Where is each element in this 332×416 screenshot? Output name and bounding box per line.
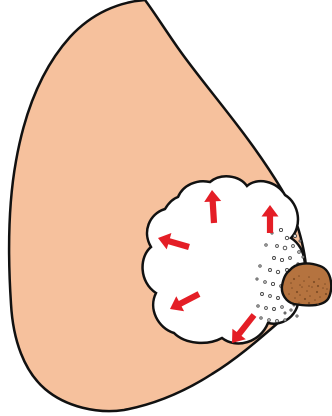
- nipple-texture-dot: [288, 293, 290, 295]
- bubble-icon: [265, 244, 267, 246]
- nipple-texture-dot: [319, 296, 321, 298]
- bubble-icon: [256, 278, 258, 280]
- bubble-icon: [290, 309, 292, 311]
- bubble-icon: [276, 320, 279, 323]
- bubble-icon: [279, 228, 282, 231]
- bubble-icon: [285, 236, 288, 239]
- nipple-texture-dot: [304, 298, 306, 300]
- nipple-texture-dot: [308, 302, 310, 304]
- bubble-icon: [265, 307, 268, 310]
- bubble-icon: [299, 240, 301, 242]
- bubble-icon: [269, 295, 272, 298]
- nipple-texture-dot: [294, 297, 296, 299]
- nipple-texture-dot: [314, 299, 316, 301]
- nipple-texture-dot: [299, 284, 301, 286]
- bubble-icon: [277, 297, 280, 300]
- bubble-icon: [302, 256, 304, 258]
- nipple-texture-dot: [308, 276, 310, 278]
- nipple: [282, 263, 331, 305]
- nipple-texture-dot: [316, 291, 318, 293]
- nipple-texture-dot: [309, 295, 311, 297]
- bubble-icon: [292, 245, 295, 248]
- nipple-texture-dot: [296, 291, 298, 293]
- bubble-icon: [271, 282, 274, 285]
- nipple-texture-dot: [311, 286, 313, 288]
- nipple-texture-dot: [318, 278, 320, 280]
- bubble-icon: [298, 251, 301, 254]
- bubble-icon: [294, 235, 297, 238]
- bubble-icon: [259, 265, 261, 267]
- nipple-texture-dot: [293, 278, 295, 280]
- bubble-icon: [273, 308, 276, 311]
- nipple-texture-dot: [291, 287, 293, 289]
- bubble-icon: [276, 245, 279, 248]
- nipple-texture-dot: [298, 302, 300, 304]
- bubble-icon: [260, 317, 262, 319]
- bubble-icon: [268, 319, 271, 322]
- bubble-icon: [264, 281, 267, 284]
- bubble-icon: [276, 270, 279, 273]
- bubble-icon: [283, 246, 287, 250]
- bubble-icon: [284, 319, 286, 321]
- nipple-texture-dot: [308, 285, 310, 287]
- nipple-texture-dot: [301, 286, 303, 288]
- bubble-icon: [296, 315, 298, 317]
- nipple-texture-dot: [317, 303, 319, 305]
- nipple-texture-dot: [322, 287, 324, 289]
- nipple-texture-dot: [326, 288, 328, 290]
- bubble-icon: [280, 258, 283, 261]
- bubble-icon: [261, 293, 264, 296]
- nipple-texture-dot: [313, 281, 315, 283]
- nipple-texture-dot: [317, 285, 319, 287]
- nipple-texture-dot: [299, 294, 301, 296]
- bubble-icon: [269, 269, 272, 272]
- nipple-texture-dot: [303, 280, 305, 282]
- nipple-texture-dot: [298, 275, 300, 277]
- nipple-texture-dot: [306, 290, 308, 292]
- bubble-icon: [257, 305, 259, 307]
- nipple-texture-dot: [324, 283, 326, 285]
- bubble-icon: [281, 306, 284, 309]
- bubble-icon: [284, 312, 286, 314]
- bubble-icon: [289, 257, 292, 260]
- nipple-texture-dot: [325, 293, 327, 295]
- nipple-texture-dot: [290, 282, 292, 284]
- bubble-icon: [273, 257, 276, 260]
